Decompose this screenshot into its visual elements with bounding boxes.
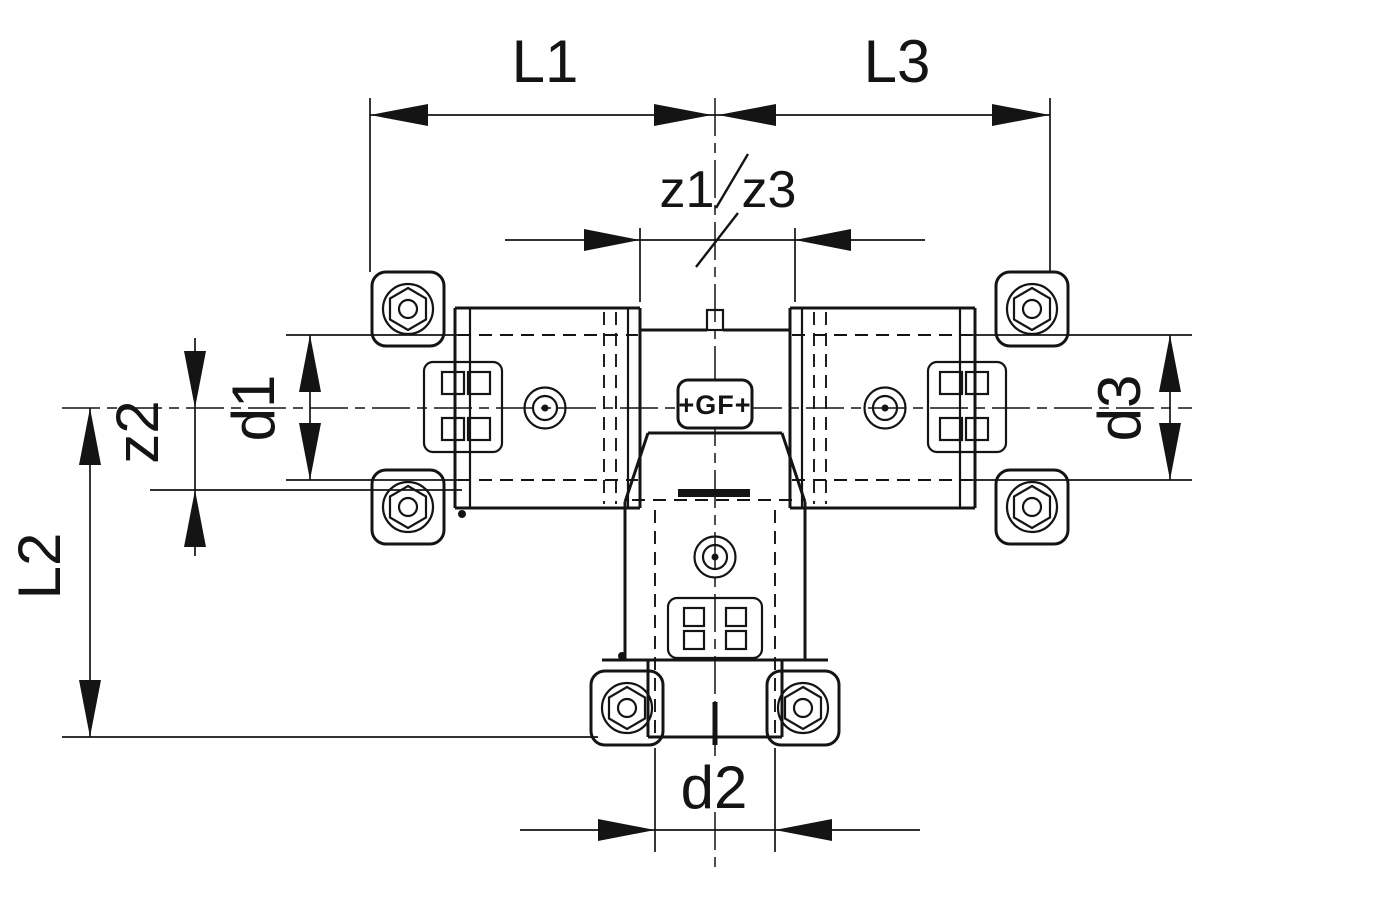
bolt-lug-bottom-right — [994, 468, 1070, 546]
inspection-hole-center — [711, 553, 719, 561]
dimension-z2: z2 — [104, 338, 462, 556]
branch-transition — [623, 432, 650, 503]
bolt-lug-bottom-left — [370, 468, 446, 546]
clamp-fixture — [666, 596, 764, 660]
dimension-d1: d1 — [220, 334, 458, 481]
brand-logo-text: +GF+ — [678, 390, 751, 420]
brand-plate — [676, 378, 754, 430]
clamp-window — [466, 370, 492, 396]
arrowhead — [992, 104, 1050, 126]
clamp-window — [466, 416, 492, 442]
clamp-window — [938, 370, 964, 396]
label-z3: z3 — [742, 161, 797, 219]
clamp-fixture — [422, 360, 504, 454]
dimension-L3: L3 — [715, 28, 1051, 272]
label-d1: d1 — [220, 375, 287, 442]
inspection-hole-center — [881, 404, 889, 412]
weld-dot — [618, 652, 626, 660]
center-body: +GF+ — [623, 308, 807, 503]
label-slash — [714, 153, 750, 209]
arrowhead — [79, 408, 101, 465]
arrowhead — [775, 819, 832, 841]
inspection-hole-inner — [701, 543, 729, 571]
bolt-lug-branch-right — [765, 669, 841, 747]
branch-transition — [780, 432, 807, 503]
clamp-window — [682, 629, 706, 651]
bolt-lug-branch-left — [589, 669, 665, 747]
dimension-L1: L1 — [369, 28, 715, 272]
arrowhead — [184, 351, 206, 408]
arrowhead — [1159, 335, 1181, 392]
inspection-hole — [523, 386, 567, 430]
label-d2: d2 — [681, 754, 748, 821]
dimension-d2: d2 — [520, 748, 920, 852]
arrowhead — [299, 423, 321, 480]
arrowhead — [598, 819, 655, 841]
arrowhead — [299, 335, 321, 392]
clamp-window — [440, 370, 466, 396]
arrowhead — [718, 104, 776, 126]
marking-bar — [678, 489, 750, 497]
label-L3: L3 — [864, 28, 931, 95]
label-L2: L2 — [6, 533, 73, 600]
inspection-hole-inner — [531, 394, 559, 422]
clamp-window — [938, 416, 964, 442]
label-z1: z1 — [660, 161, 715, 219]
clamp-window — [682, 606, 706, 628]
arrowhead — [584, 229, 640, 251]
arrowhead — [79, 680, 101, 737]
label-d3: d3 — [1086, 375, 1153, 442]
clamp-window — [964, 370, 990, 396]
vent-tab — [705, 308, 725, 332]
arrowhead — [1159, 423, 1181, 480]
weld-dot — [458, 510, 466, 518]
clamp-window — [724, 629, 748, 651]
branch-outlet — [602, 502, 828, 745]
inspection-hole — [863, 386, 907, 430]
dimension-d3: d3 — [970, 334, 1192, 481]
dimension-slash — [695, 212, 739, 268]
clamp-window — [724, 606, 748, 628]
clamp-window — [964, 416, 990, 442]
label-L1: L1 — [512, 28, 579, 95]
inspection-hole-center — [541, 404, 549, 412]
inspection-hole-inner — [871, 394, 899, 422]
arrowhead — [370, 104, 428, 126]
inspection-hole — [693, 535, 737, 579]
arrowhead — [795, 229, 851, 251]
arrowhead — [654, 104, 712, 126]
clamp-window — [440, 416, 466, 442]
dimension-L2: L2 — [6, 408, 598, 738]
left-socket — [422, 306, 642, 518]
label-z2: z2 — [104, 400, 171, 463]
arrowhead — [184, 490, 206, 547]
right-socket — [788, 306, 1008, 510]
clamp-fixture — [926, 360, 1008, 454]
dimension-z1-z3: z1 z3 — [505, 153, 925, 302]
